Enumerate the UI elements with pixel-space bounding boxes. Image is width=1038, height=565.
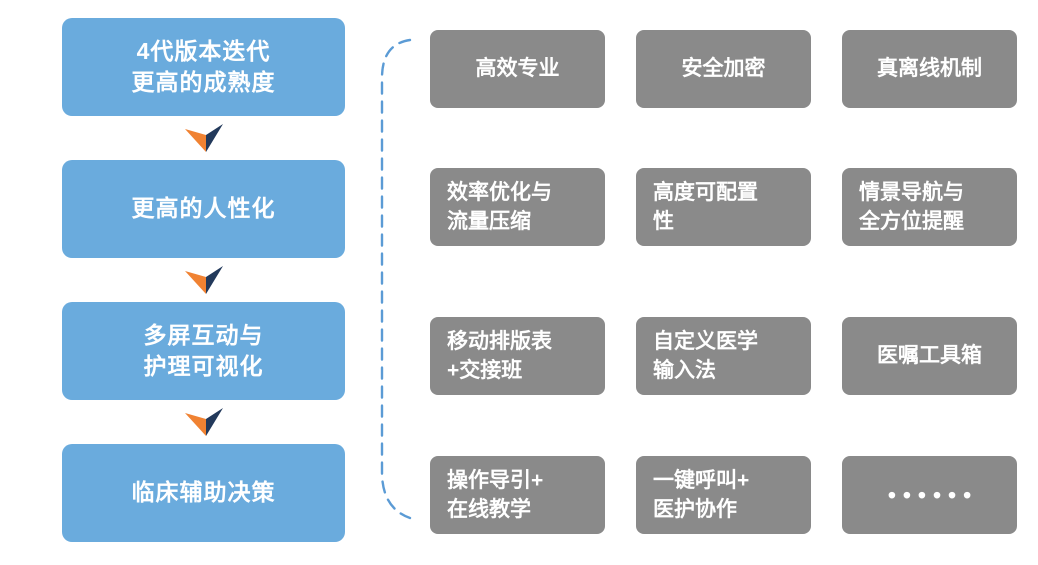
feature-box: 真离线机制 [842, 30, 1017, 108]
feature-box-ellipsis: •••••• [842, 456, 1017, 534]
feature-box: 高效专业 [430, 30, 605, 108]
flow-step-1: 4代版本迭代 更高的成熟度 [62, 18, 345, 116]
version-flow-column: 4代版本迭代 更高的成熟度 更高的人性化 多屏互动与 护理可视化 临床辅助决策 [62, 18, 345, 542]
chevron-down-icon [184, 408, 223, 436]
feature-row-3: 移动排版表 +交接班 自定义医学 输入法 医嘱工具箱 [430, 317, 1017, 395]
feature-row-2: 效率优化与 流量压缩 高度可配置 性 情景导航与 全方位提醒 [430, 168, 1017, 246]
feature-box: 一键呼叫+ 医护协作 [636, 456, 811, 534]
feature-box: 自定义医学 输入法 [636, 317, 811, 395]
flow-step-2: 更高的人性化 [62, 160, 345, 258]
chevron-down-icon [184, 266, 223, 294]
chevron-down-icon [184, 124, 223, 152]
feature-box: 移动排版表 +交接班 [430, 317, 605, 395]
flow-step-4: 临床辅助决策 [62, 444, 345, 542]
feature-box: 效率优化与 流量压缩 [430, 168, 605, 246]
feature-box: 高度可配置 性 [636, 168, 811, 246]
flow-arrow-1 [62, 116, 345, 160]
feature-box: 安全加密 [636, 30, 811, 108]
feature-box: 医嘱工具箱 [842, 317, 1017, 395]
feature-box: 情景导航与 全方位提醒 [842, 168, 1017, 246]
feature-row-1: 高效专业 安全加密 真离线机制 [430, 30, 1017, 108]
flow-step-3: 多屏互动与 护理可视化 [62, 302, 345, 400]
flow-arrow-3 [62, 400, 345, 444]
flow-arrow-2 [62, 258, 345, 302]
feature-box: 操作导引+ 在线教学 [430, 456, 605, 534]
feature-row-4: 操作导引+ 在线教学 一键呼叫+ 医护协作 •••••• [430, 456, 1017, 534]
dashed-brace [380, 38, 412, 520]
